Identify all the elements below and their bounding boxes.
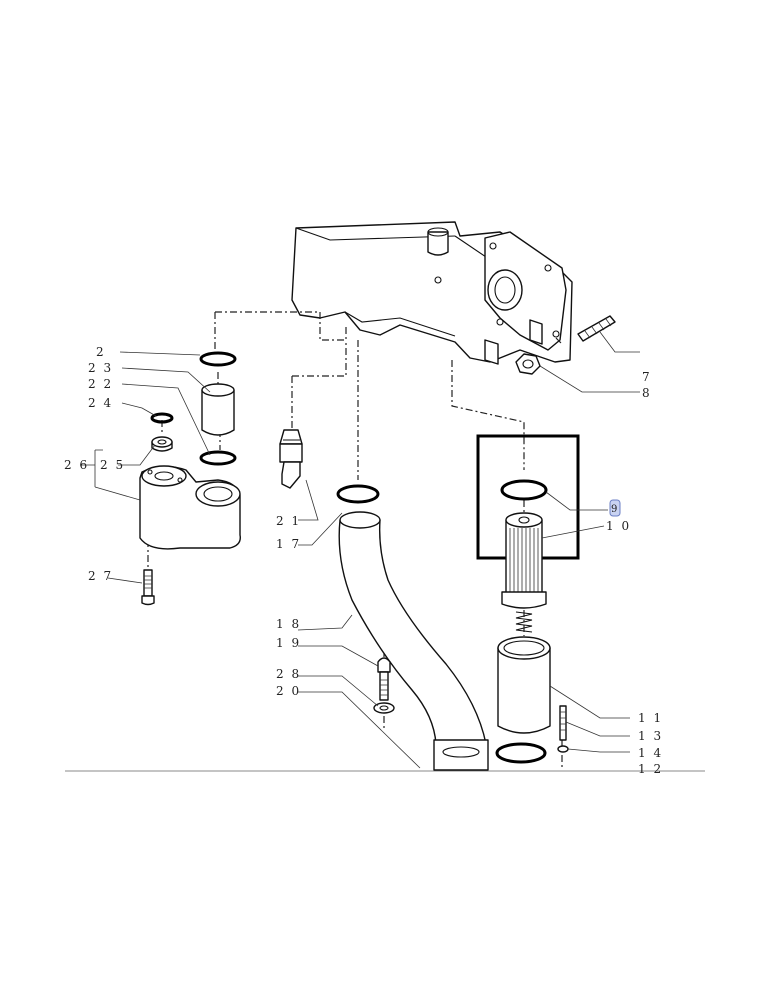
callout-8: 8 xyxy=(642,386,652,400)
callout-13: 1 3 xyxy=(638,729,663,743)
callout-7: 7 xyxy=(642,370,652,384)
nut-8 xyxy=(515,353,541,375)
sensor-21 xyxy=(279,429,303,489)
bolt-19 xyxy=(377,657,391,701)
o-ring-24 xyxy=(150,412,174,424)
callout-27: 2 7 xyxy=(88,569,113,583)
o-ring-17 xyxy=(336,484,380,504)
o-ring-22 xyxy=(199,450,237,466)
callout-20: 2 0 xyxy=(276,684,301,698)
callout-10: 1 0 xyxy=(606,519,631,533)
pipe-18 xyxy=(338,511,489,771)
washer-14 xyxy=(557,745,569,753)
engine-housing xyxy=(291,221,573,365)
selected-callout-marker[interactable] xyxy=(609,499,621,517)
stud-7 xyxy=(577,315,616,342)
callout-14: 1 4 xyxy=(638,746,663,760)
callout-24: 2 4 xyxy=(88,396,113,410)
washer-25 xyxy=(151,436,173,452)
callout-23: 2 3 xyxy=(88,361,113,375)
callout-26: 2 6 xyxy=(64,458,89,472)
stud-13 xyxy=(559,705,567,741)
bolt-27 xyxy=(141,569,155,606)
callout-19: 1 9 xyxy=(276,636,301,650)
filter-cartridge-10 xyxy=(501,512,547,609)
o-ring-2 xyxy=(199,351,237,367)
callout-28: 2 8 xyxy=(276,667,301,681)
washer-28 xyxy=(373,702,395,714)
callout-12: 1 2 xyxy=(638,762,663,776)
callout-11: 1 1 xyxy=(638,711,663,725)
filter-bowl-11 xyxy=(497,636,551,734)
callout-22: 2 2 xyxy=(88,377,113,391)
callout-21: 2 1 xyxy=(276,514,301,528)
leader-lines xyxy=(80,331,640,769)
sleeve-23 xyxy=(201,383,235,436)
callout-9[interactable]: 9 xyxy=(611,504,617,515)
callout-2: 2 xyxy=(96,345,106,359)
callout-25: 2 5 xyxy=(100,458,125,472)
o-ring-12 xyxy=(495,742,547,764)
callout-labels: 2 2 3 2 2 2 4 2 6 2 5 2 7 2 1 1 7 1 8 1 … xyxy=(64,345,663,776)
callout-17: 1 7 xyxy=(276,537,301,551)
elbow-housing-26 xyxy=(139,465,241,550)
spring-12 xyxy=(515,611,533,633)
callout-18: 1 8 xyxy=(276,617,301,631)
o-ring-9 xyxy=(500,479,548,501)
